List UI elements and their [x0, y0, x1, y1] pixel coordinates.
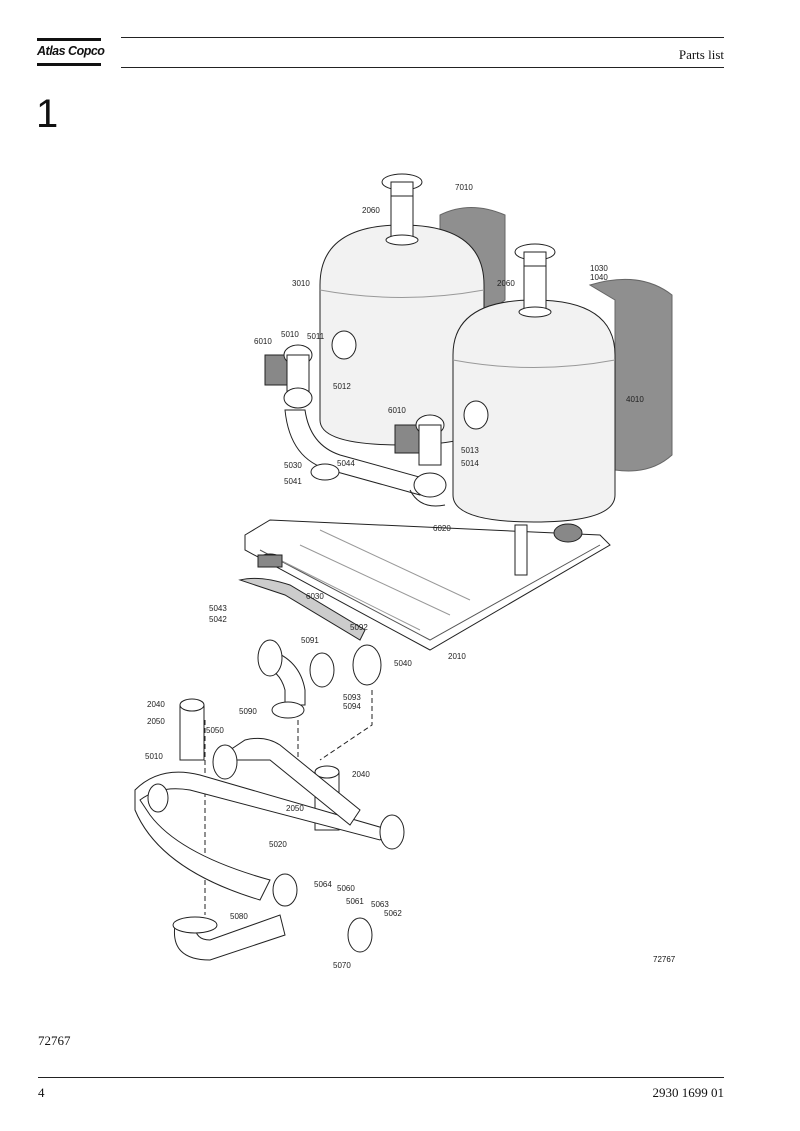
callout: 5093 [343, 693, 361, 702]
header-rule-top [121, 37, 724, 38]
document-number: 2930 1699 01 [652, 1085, 725, 1100]
callout: 5063 [371, 900, 389, 909]
figure-reference: 72767 [653, 955, 676, 964]
callout: 5010 [145, 752, 163, 761]
callout: 1030 [590, 264, 608, 273]
base-frame [244, 519, 611, 651]
callout: 4010 [626, 395, 644, 404]
tank-shadow-right [588, 278, 673, 472]
callout: 5011 [307, 332, 325, 341]
section-label: Parts list [678, 47, 724, 62]
callout: 6020 [433, 524, 451, 533]
vessel-left [319, 224, 485, 446]
callout: 5013 [461, 446, 479, 455]
callout: 7010 [455, 183, 473, 192]
page-number: 4 [38, 1085, 45, 1100]
callout: 5090 [239, 707, 257, 716]
inlet-pipe-left [390, 194, 414, 241]
callout: 5060 [337, 884, 355, 893]
logo-bar [37, 38, 101, 41]
callout: 5044 [337, 459, 355, 468]
callout: 5080 [230, 912, 248, 921]
callout: 5043 [209, 604, 227, 613]
callout: 5064 [314, 880, 332, 889]
callout: 6010 [254, 337, 272, 346]
logo-bar [37, 63, 101, 66]
vessel-right [452, 299, 616, 523]
callout: 2050 [147, 717, 165, 726]
atlas-copco-logo: Atlas Copco [37, 38, 105, 66]
callout: 5012 [333, 382, 351, 391]
callout: 5092 [350, 623, 368, 632]
callout: 5014 [461, 459, 479, 468]
section-number: 1 [36, 92, 59, 136]
callout: 5041 [284, 477, 302, 486]
footer-rule [38, 1077, 724, 1078]
pipe-2050-left [179, 704, 205, 761]
callout: 5010 [281, 330, 299, 339]
callout: 2050 [286, 804, 304, 813]
callout: 5094 [343, 702, 361, 711]
callout: 3010 [292, 279, 310, 288]
callout: 2040 [147, 700, 165, 709]
callout: 5091 [301, 636, 319, 645]
callout: 6010 [388, 406, 406, 415]
callout: 5030 [284, 461, 302, 470]
callout: 2010 [448, 652, 466, 661]
callout: 2060 [362, 206, 380, 215]
callout: 2040 [352, 770, 370, 779]
callout: 1040 [590, 273, 608, 282]
footer-code: 72767 [38, 1033, 71, 1048]
manifold [134, 771, 391, 901]
brand-name: Atlas Copco [37, 44, 105, 58]
header-rule-bottom [121, 67, 724, 68]
callout: 5040 [394, 659, 412, 668]
callout: 6030 [306, 592, 324, 601]
callout: 5042 [209, 615, 227, 624]
callout: 5020 [269, 840, 287, 849]
callout: 2060 [497, 279, 515, 288]
callout: 5050 [206, 726, 224, 735]
inlet-pipe-right [523, 264, 547, 311]
callout: 5062 [384, 909, 402, 918]
callout: 5070 [333, 961, 351, 970]
callout: 5061 [346, 897, 364, 906]
